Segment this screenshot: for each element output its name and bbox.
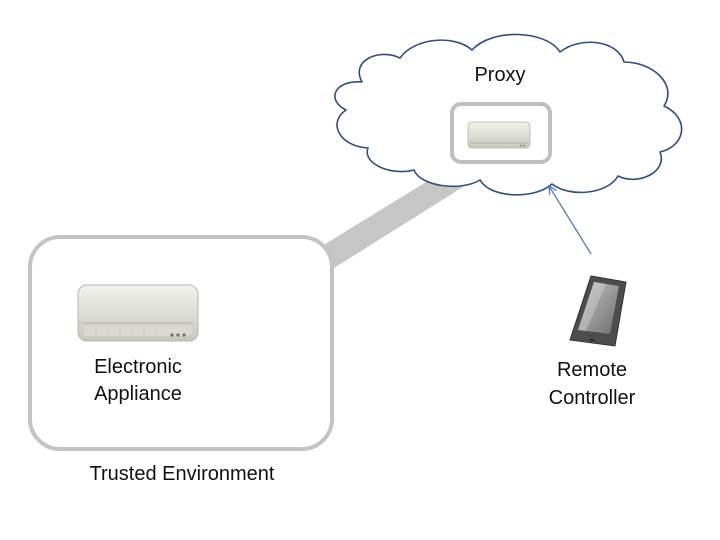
command-arrow [549, 186, 592, 255]
appliance-label-line1: Electronic [94, 356, 182, 378]
proxy-label: Proxy [474, 64, 526, 86]
appliance-air-conditioner-icon [77, 284, 199, 342]
remote-controller-label-line2: Controller [548, 387, 636, 409]
smartphone-icon [569, 275, 627, 347]
proxy-air-conditioner-icon [467, 121, 531, 149]
appliance-label-line2: Appliance [94, 383, 182, 405]
trusted-environment-label: Trusted Environment [89, 463, 275, 485]
remote-controller-label-line1: Remote [556, 359, 628, 381]
trusted-environment-box [28, 235, 334, 451]
